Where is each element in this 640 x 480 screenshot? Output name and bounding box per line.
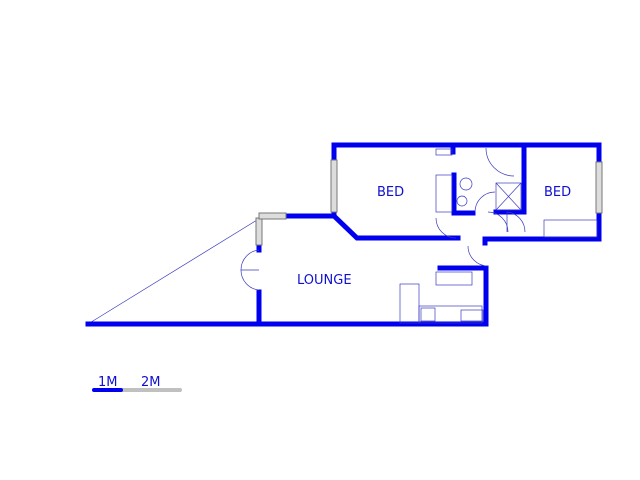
scale-label-2m: 2M — [141, 375, 161, 390]
walls — [85, 142, 602, 327]
shower-icon — [495, 182, 522, 211]
room-label-bed-2: BED — [544, 185, 571, 200]
toilet-icon — [459, 177, 473, 191]
fixtures — [399, 148, 598, 324]
room-label-bed-1: BED — [377, 185, 404, 200]
scale-label-1m: 1M — [98, 375, 118, 390]
doors — [240, 147, 526, 291]
stove-icon — [420, 307, 436, 322]
windows — [255, 159, 603, 246]
site-boundary — [87, 219, 258, 325]
room-label-lounge: LOUNGE — [297, 273, 352, 288]
sink-icon — [460, 309, 484, 322]
scale-bar: 1M 2M — [92, 375, 182, 392]
basin-icon — [456, 195, 468, 207]
